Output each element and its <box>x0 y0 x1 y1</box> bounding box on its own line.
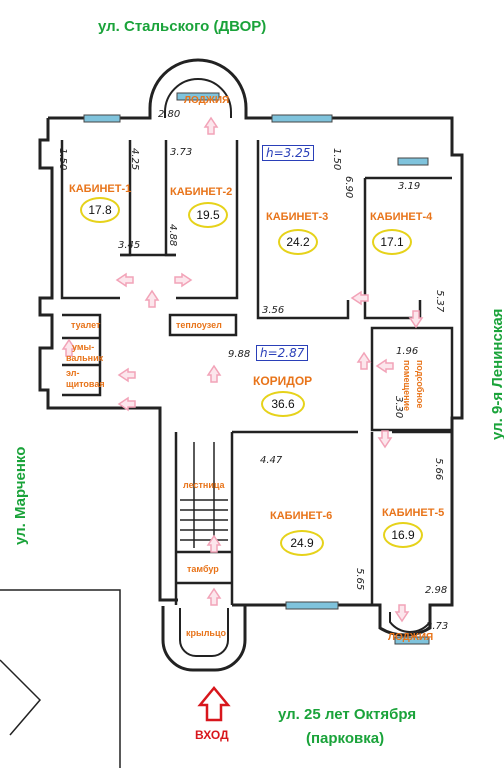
dim-utility-top: 1.96 <box>396 346 419 357</box>
washroom-label-1: умы- <box>72 342 95 352</box>
dim-office3-bottom: 3.56 <box>262 305 285 316</box>
stairs-lines <box>180 442 228 548</box>
loggia-top-shape <box>164 78 232 118</box>
office-3-area: 24.2 <box>278 229 318 255</box>
office-3-label: КАБИНЕТ-3 <box>266 211 329 223</box>
entrance-arrow <box>197 686 231 722</box>
washroom-label-2: вальник <box>66 353 104 363</box>
dim-loggia-width: 2.80 <box>158 109 181 120</box>
dim-office6-side: 5.65 <box>354 568 365 591</box>
dim-office1-bottom: 3.45 <box>118 240 141 251</box>
dim-office3-a: 1.50 <box>331 148 342 171</box>
street-bottom-sub: (парковка) <box>306 730 385 747</box>
porch-shape <box>161 606 247 672</box>
electric-label-2: щитовая <box>66 379 105 389</box>
office-4-area: 17.1 <box>372 229 412 255</box>
street-right: ул. 9-я Ленинская <box>489 308 504 440</box>
heat-unit-label: теплоузел <box>176 320 222 330</box>
porch-label: крыльцо <box>186 628 226 638</box>
street-bottom: ул. 25 лет Октября <box>278 706 417 723</box>
entrance-label: ВХОД <box>195 728 229 742</box>
windows <box>83 92 430 645</box>
dim-office3-b: 6.90 <box>343 176 354 199</box>
office-1-area: 17.8 <box>80 197 120 223</box>
lower-left-outline <box>0 589 121 768</box>
tambour-label: тамбур <box>187 564 219 574</box>
utility-label-1: подсобное <box>415 360 425 409</box>
loggia-bottom-label: ЛОДЖИЯ <box>388 632 434 643</box>
door-arrows <box>61 116 424 623</box>
stairs-label: лестница <box>183 480 225 490</box>
loggia-bottom-shape <box>389 612 431 633</box>
dim-office5-side: 5.66 <box>433 458 444 481</box>
street-top: ул. Стальского (ДВОР) <box>98 18 267 35</box>
dim-office1-left: 1.50 <box>57 148 68 171</box>
office-6-label: КАБИНЕТ-6 <box>270 510 333 522</box>
corridor-label: КОРИДОР <box>253 374 313 388</box>
dim-utility-side: 3.30 <box>393 396 404 419</box>
office-4-label: КАБИНЕТ-4 <box>370 211 433 223</box>
porch-inner <box>179 608 229 657</box>
interior-walls <box>60 140 454 605</box>
office-1-label: КАБИНЕТ-1 <box>69 183 132 195</box>
ceiling-height-corridor: h=2.87 <box>256 345 309 361</box>
outer-walls <box>38 58 464 637</box>
dim-corridor-width: 9.88 <box>228 349 251 360</box>
dim-office4-side: 5.37 <box>434 290 445 313</box>
dim-office6-top: 4.47 <box>260 455 283 466</box>
dim-office1-right: 4.25 <box>129 148 140 171</box>
office-2-label: КАБИНЕТ-2 <box>170 186 233 198</box>
dim-office5-bottom: 2.98 <box>425 585 448 596</box>
dim-office4-top: 3.19 <box>398 181 421 192</box>
office-5-label: КАБИНЕТ-5 <box>382 507 445 519</box>
electric-label-1: эл- <box>66 368 80 378</box>
street-left: ул. Марченко <box>12 446 29 545</box>
dim-office2-side: 4.88 <box>167 224 178 247</box>
dim-office2-top: 3.73 <box>170 147 193 158</box>
office-2-area: 19.5 <box>188 202 228 228</box>
corridor-area: 36.6 <box>261 391 305 417</box>
loggia-top-label: ЛОДЖИЯ <box>184 95 230 106</box>
toilet-label: туалет <box>71 320 101 330</box>
dim-loggia-bottom: 2.73 <box>426 621 449 632</box>
office-6-area: 24.9 <box>280 530 324 556</box>
office-5-area: 16.9 <box>383 522 423 548</box>
lower-left-outline-2 <box>0 659 42 736</box>
ceiling-height-upper: h=3.25 <box>262 145 315 161</box>
